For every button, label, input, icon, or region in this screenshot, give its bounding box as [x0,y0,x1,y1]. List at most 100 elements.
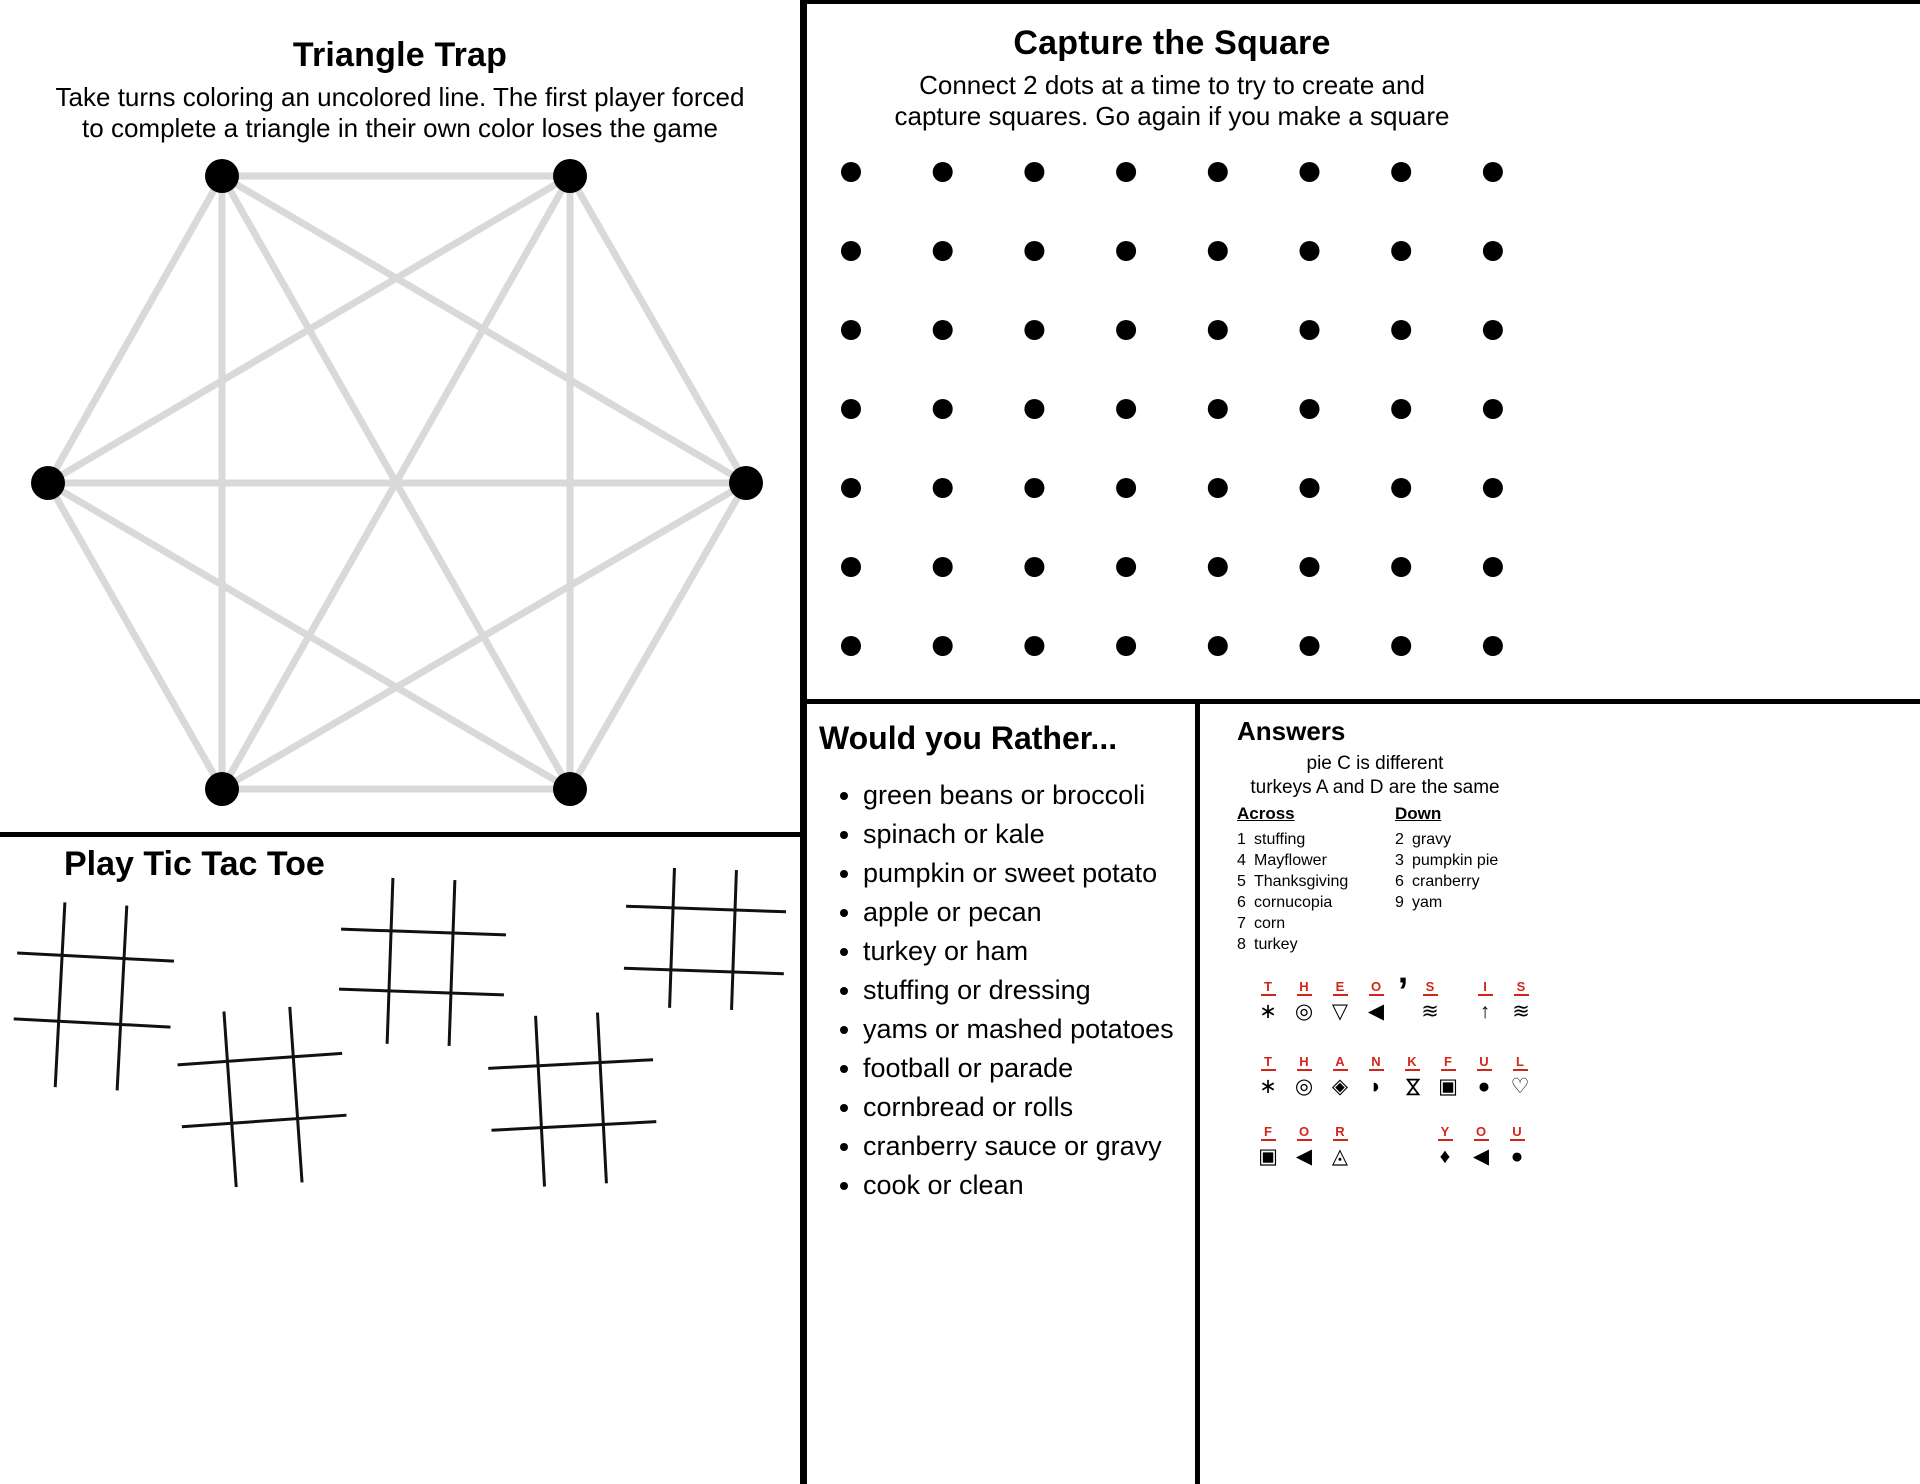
graph-node[interactable] [553,772,587,806]
grid-dot[interactable] [841,636,861,656]
grid-dot[interactable] [1116,162,1137,182]
tictactoe-grid[interactable] [623,866,788,1011]
tictactoe-line [447,880,457,1047]
grid-dot[interactable] [1482,241,1503,261]
grid-dot[interactable] [841,399,861,419]
graph-node[interactable] [205,159,239,193]
grid-dot[interactable] [1116,478,1137,498]
graph-node[interactable] [729,466,763,500]
grid-dot[interactable] [1482,320,1503,340]
cipher-word: Y♦O◀U● [1430,1124,1532,1170]
square-in-square-icon: ▣ [1438,1075,1458,1098]
grid-dot[interactable] [1116,557,1137,577]
grid-dot[interactable] [1207,241,1228,261]
grid-dot[interactable] [1299,636,1320,656]
grid-dot[interactable] [1391,320,1412,340]
grid-dot[interactable] [841,162,861,182]
answer-number: 3 [1395,852,1404,869]
would-you-rather-list: green beans or broccolispinach or kalepu… [819,781,1195,1200]
graph-node[interactable] [31,466,65,500]
grid-dot[interactable] [932,241,953,261]
grid-dot[interactable] [1024,636,1045,656]
grid-dot[interactable] [1299,241,1320,261]
vertical-divider [800,0,807,1484]
graph-node[interactable] [553,159,587,193]
grid-dot[interactable] [841,557,861,577]
grid-dot[interactable] [1024,320,1045,340]
grid-dot[interactable] [1391,162,1412,182]
cipher-row: T∗H◎A◈N◗K⋈F▣U●L♡ [1253,1054,1535,1100]
cipher-word: T∗H◎A◈N◗K⋈F▣U●L♡ [1253,1054,1535,1100]
tic-tac-toe-boards[interactable] [0,837,800,1484]
grid-dot[interactable] [1116,636,1137,656]
grid-dot[interactable] [1116,399,1137,419]
graph-node[interactable] [205,772,239,806]
grid-dot[interactable] [1482,636,1503,656]
tictactoe-line [115,905,129,1091]
tictactoe-grid[interactable] [10,900,176,1093]
asterisk-icon: ∗ [1259,1000,1277,1023]
cipher-cell: S≋ [1415,979,1445,1025]
grid-dot[interactable] [1116,320,1137,340]
grid-dot[interactable] [1299,478,1320,498]
cipher-letter: Y [1437,1124,1453,1141]
grid-dot[interactable] [1482,399,1503,419]
grid-dot[interactable] [1024,478,1045,498]
grid-dot[interactable] [841,478,861,498]
tictactoe-line [181,1113,347,1129]
grid-dot[interactable] [1391,557,1412,577]
grid-dot[interactable] [841,241,861,261]
grid-dot[interactable] [1024,162,1045,182]
tictactoe-grid[interactable] [174,1003,351,1190]
grid-dot[interactable] [932,320,953,340]
cipher-apostrophe: ’ [1397,973,1409,1025]
grid-dot[interactable] [1116,241,1137,261]
triangle-trap-board[interactable] [0,0,800,832]
grid-dot[interactable] [1482,478,1503,498]
grid-dot[interactable] [841,320,861,340]
graph-edge[interactable] [220,479,748,793]
grid-dot[interactable] [932,478,953,498]
grid-dot[interactable] [1207,557,1228,577]
graph-edge[interactable] [566,481,750,791]
cipher-letter: O [1296,1124,1312,1141]
grid-dot[interactable] [1391,241,1412,261]
diamond-icon: ◈ [1331,1075,1349,1098]
horizontal-divider-left [0,832,800,837]
grid-dot[interactable] [932,636,953,656]
grid-dot[interactable] [1207,399,1228,419]
grid-dot[interactable] [1299,557,1320,577]
grid-dot[interactable] [1024,557,1045,577]
tictactoe-line [488,1058,654,1070]
tictactoe-grid[interactable] [337,876,508,1048]
graph-edge[interactable] [46,479,572,793]
grid-dot[interactable] [1207,636,1228,656]
grid-dot[interactable] [1299,320,1320,340]
tictactoe-grid[interactable] [486,1010,660,1189]
grid-dot[interactable] [1482,557,1503,577]
grid-dot[interactable] [1299,162,1320,182]
grid-dot[interactable] [1207,162,1228,182]
graph-edge[interactable] [46,172,572,487]
grid-dot[interactable] [1482,162,1503,182]
cipher-cell: R◬ [1325,1124,1355,1170]
graph-edge[interactable] [566,174,750,485]
grid-dot[interactable] [1207,320,1228,340]
answer-number: 5 [1237,873,1246,890]
answer-number: 4 [1237,852,1246,869]
grid-dot[interactable] [932,557,953,577]
grid-dot[interactable] [932,399,953,419]
grid-dot[interactable] [1299,399,1320,419]
grid-dot[interactable] [932,162,953,182]
grid-dot[interactable] [1391,478,1412,498]
grid-dot[interactable] [1024,241,1045,261]
grid-dot[interactable] [1024,399,1045,419]
grid-dot[interactable] [1207,478,1228,498]
graph-edge[interactable] [44,174,226,485]
graph-edge[interactable] [44,481,226,791]
grid-dot[interactable] [1391,399,1412,419]
dot-grid-board[interactable] [807,0,1920,699]
grid-dot[interactable] [1391,636,1412,656]
spiral-icon: ◎ [1294,1075,1314,1098]
